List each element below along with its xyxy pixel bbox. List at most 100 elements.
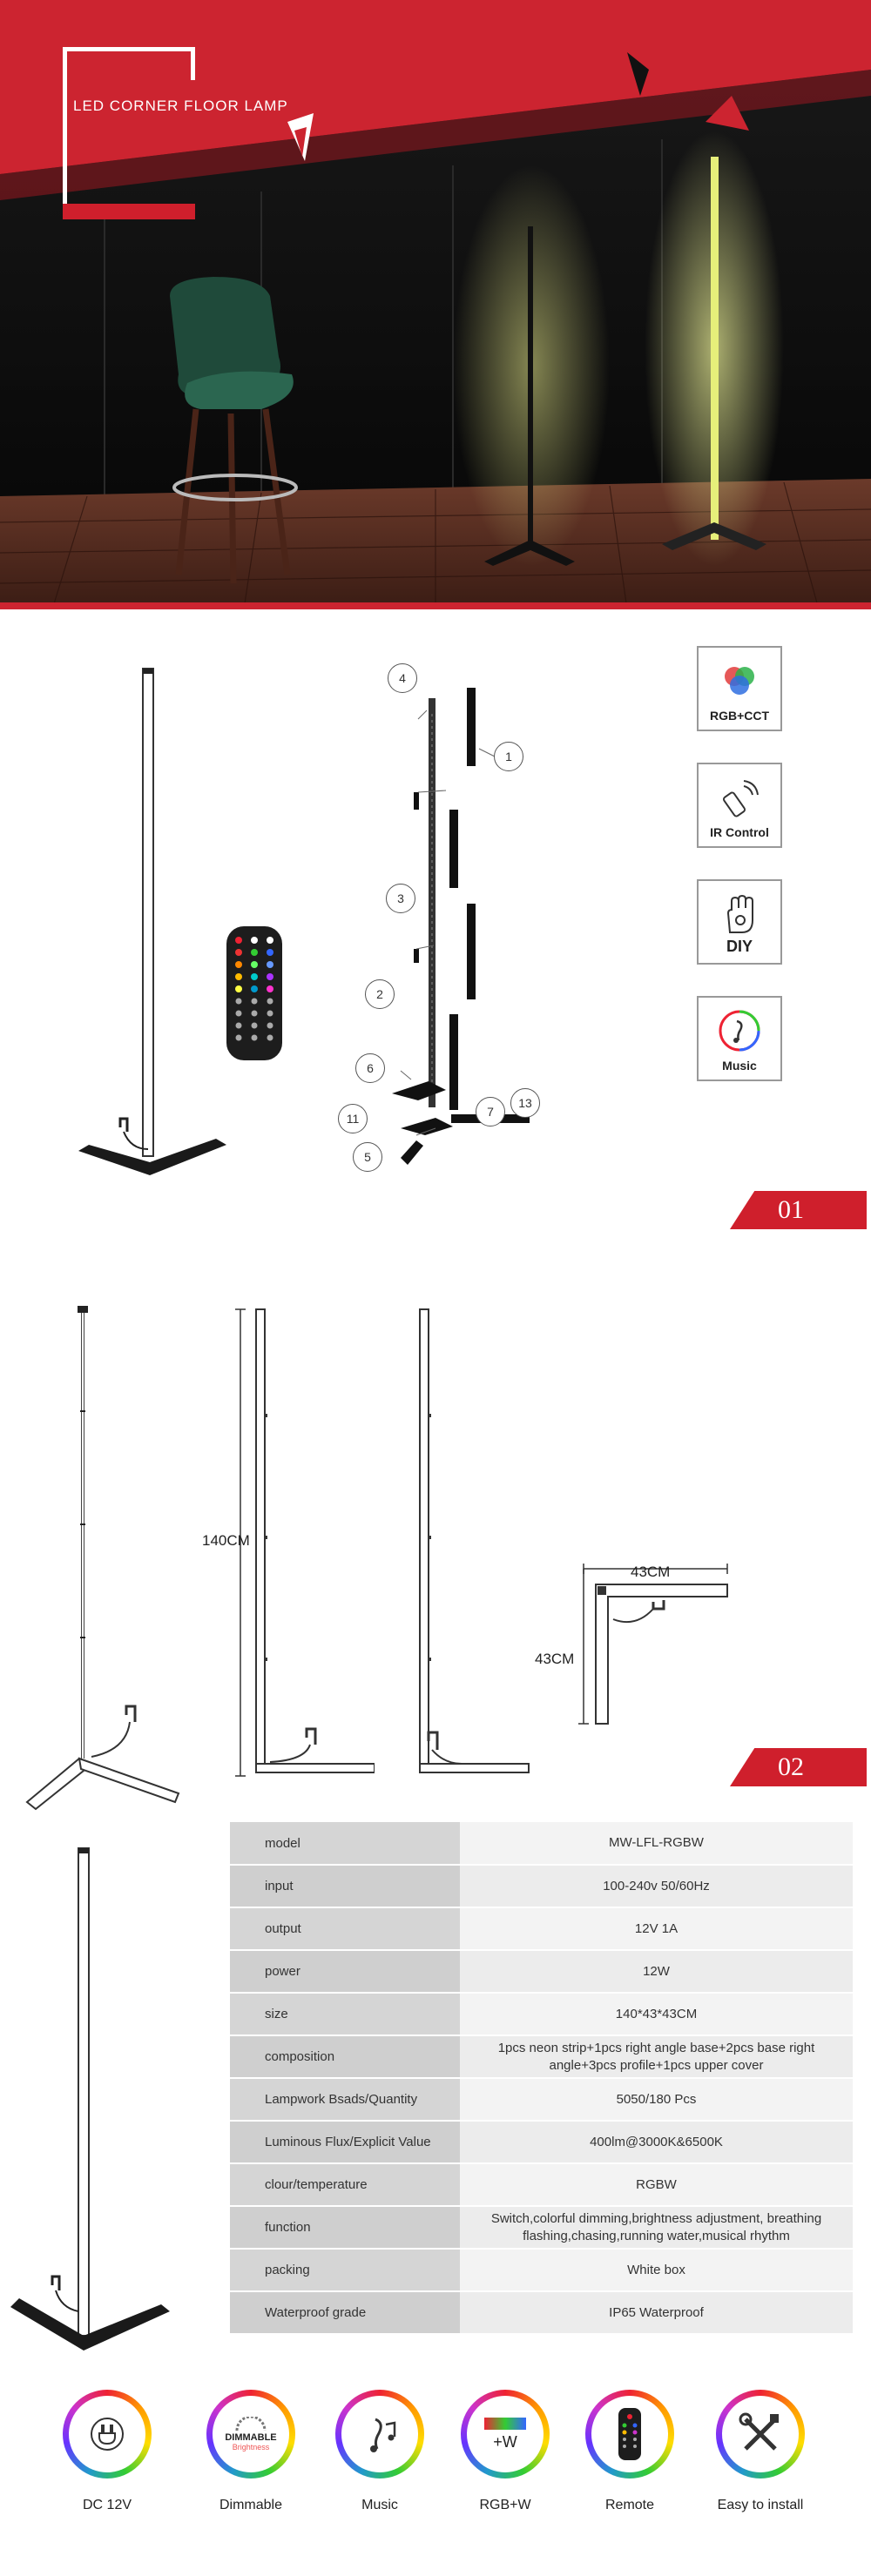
lamp-front-view-drawing bbox=[235, 1308, 375, 1777]
feature-label: Easy to install bbox=[717, 2498, 804, 2512]
plug-icon bbox=[63, 2390, 152, 2478]
hero-frame-accent bbox=[63, 204, 195, 219]
spec-key: input bbox=[230, 1865, 460, 1908]
music-note-icon bbox=[699, 1008, 780, 1053]
hero-frame bbox=[191, 47, 195, 80]
spec-key: Luminous Flux/Explicit Value bbox=[230, 2121, 460, 2164]
section-dimensions: 140CM 43CM 43CM 02 bbox=[0, 1254, 871, 1811]
feature-diy: DIY bbox=[697, 879, 782, 965]
spec-key: function bbox=[230, 2206, 460, 2250]
callout-2: 2 bbox=[365, 979, 395, 1009]
dimmable-icon: DIMMABLE Brightness bbox=[206, 2390, 295, 2478]
feature-dc12v: DC 12V bbox=[42, 2390, 172, 2513]
lamp-assembled-illustration bbox=[78, 668, 226, 1175]
spec-key: Lampwork Bsads/Quantity bbox=[230, 2078, 460, 2122]
spec-key: packing bbox=[230, 2249, 460, 2292]
callout-3: 3 bbox=[386, 884, 415, 913]
callout-11: 11 bbox=[338, 1104, 368, 1133]
ir-remote-icon bbox=[699, 775, 780, 820]
remote-control-illustration bbox=[226, 926, 282, 1060]
spec-value: MW-LFL-RGBW bbox=[460, 1822, 853, 1866]
feature-label: Music bbox=[722, 1059, 757, 1073]
spec-key: size bbox=[230, 1993, 460, 2036]
feature-label: Dimmable bbox=[219, 2498, 282, 2512]
spec-value: 100-240v 50/60Hz bbox=[460, 1865, 853, 1908]
feature-rgbw: +W RGB+W bbox=[440, 2390, 571, 2513]
spec-value: IP65 Waterproof bbox=[460, 2291, 853, 2335]
feature-label: IR Control bbox=[710, 825, 769, 839]
lamp-side-view-drawing bbox=[419, 1308, 530, 1773]
feature-label: Remote bbox=[604, 2498, 655, 2512]
rgb-dots-icon bbox=[699, 658, 780, 703]
hero-frame bbox=[63, 47, 67, 219]
feature-music-bottom: Music bbox=[314, 2390, 445, 2513]
brightness-text: Brightness bbox=[232, 2443, 270, 2452]
section-number-badge: 02 bbox=[730, 1748, 867, 1786]
lamp-top-view-drawing bbox=[578, 1564, 728, 1725]
music-icon bbox=[335, 2390, 424, 2478]
hero-frame bbox=[63, 47, 195, 51]
dimmable-text: DIMMABLE bbox=[225, 2432, 277, 2443]
rgb-bar bbox=[484, 2417, 526, 2430]
feature-ir-control: IR Control bbox=[697, 763, 782, 848]
spec-key: model bbox=[230, 1822, 460, 1866]
bar-stool bbox=[170, 277, 298, 584]
callout-5: 5 bbox=[353, 1142, 382, 1172]
feature-label: Music bbox=[361, 2498, 398, 2512]
plus-w-text: +W bbox=[493, 2432, 517, 2451]
spec-value: 1pcs neon strip+1pcs right angle base+2p… bbox=[460, 2035, 853, 2079]
callout-7: 7 bbox=[476, 1097, 505, 1127]
spec-key: composition bbox=[230, 2035, 460, 2079]
spec-value: 12V 1A bbox=[460, 1907, 853, 1951]
callout-13: 13 bbox=[510, 1088, 540, 1118]
height-dimension-label: 140CM bbox=[202, 1532, 250, 1549]
hero-title: LED CORNER FLOOR LAMP bbox=[73, 98, 288, 114]
rgbw-icon: +W bbox=[461, 2390, 550, 2478]
feature-label: DC 12V bbox=[82, 2498, 132, 2512]
tools-icon bbox=[716, 2390, 805, 2478]
width-dimension-top-label: 43CM bbox=[631, 1564, 671, 1580]
spec-value: 400lm@3000K&6500K bbox=[460, 2121, 853, 2164]
diy-hand-icon bbox=[699, 891, 780, 937]
feature-icon-strip: DC 12V DIMMABLE Brightness Dimmable Musi… bbox=[0, 2390, 871, 2564]
remote-icon bbox=[585, 2390, 674, 2478]
width-dimension-side-label: 43CM bbox=[535, 1651, 575, 1667]
spec-value: Switch,colorful dimming,brightness adjus… bbox=[460, 2206, 853, 2250]
spec-value: White box bbox=[460, 2249, 853, 2292]
feature-music: Music bbox=[697, 996, 782, 1081]
section-components: 4 1 3 2 6 11 7 13 5 RGB+CCT bbox=[0, 609, 871, 1254]
spec-value: RGBW bbox=[460, 2163, 853, 2207]
feature-dimmable: DIMMABLE Brightness Dimmable bbox=[186, 2390, 316, 2513]
hero-scene bbox=[0, 0, 871, 609]
feature-label: RGB+W bbox=[479, 2498, 531, 2512]
feature-remote: Remote bbox=[564, 2390, 695, 2513]
spec-key: Waterproof grade bbox=[230, 2291, 460, 2335]
feature-label: DIY bbox=[726, 938, 753, 955]
spec-value: 5050/180 Pcs bbox=[460, 2078, 853, 2122]
feature-rgb-cct: RGB+CCT bbox=[697, 646, 782, 731]
feature-label: RGB+CCT bbox=[709, 709, 770, 723]
spec-value: 12W bbox=[460, 1950, 853, 1994]
callout-6: 6 bbox=[355, 1053, 385, 1083]
lamp-spec-illustration bbox=[10, 1847, 170, 2351]
callout-1: 1 bbox=[494, 742, 523, 771]
callout-4: 4 bbox=[388, 663, 417, 693]
lamp-perspective-drawing bbox=[25, 1306, 180, 1811]
spec-key: clour/temperature bbox=[230, 2163, 460, 2207]
feature-easy-install: Easy to install bbox=[695, 2390, 826, 2513]
hero-banner: LED CORNER FLOOR LAMP bbox=[0, 0, 871, 609]
